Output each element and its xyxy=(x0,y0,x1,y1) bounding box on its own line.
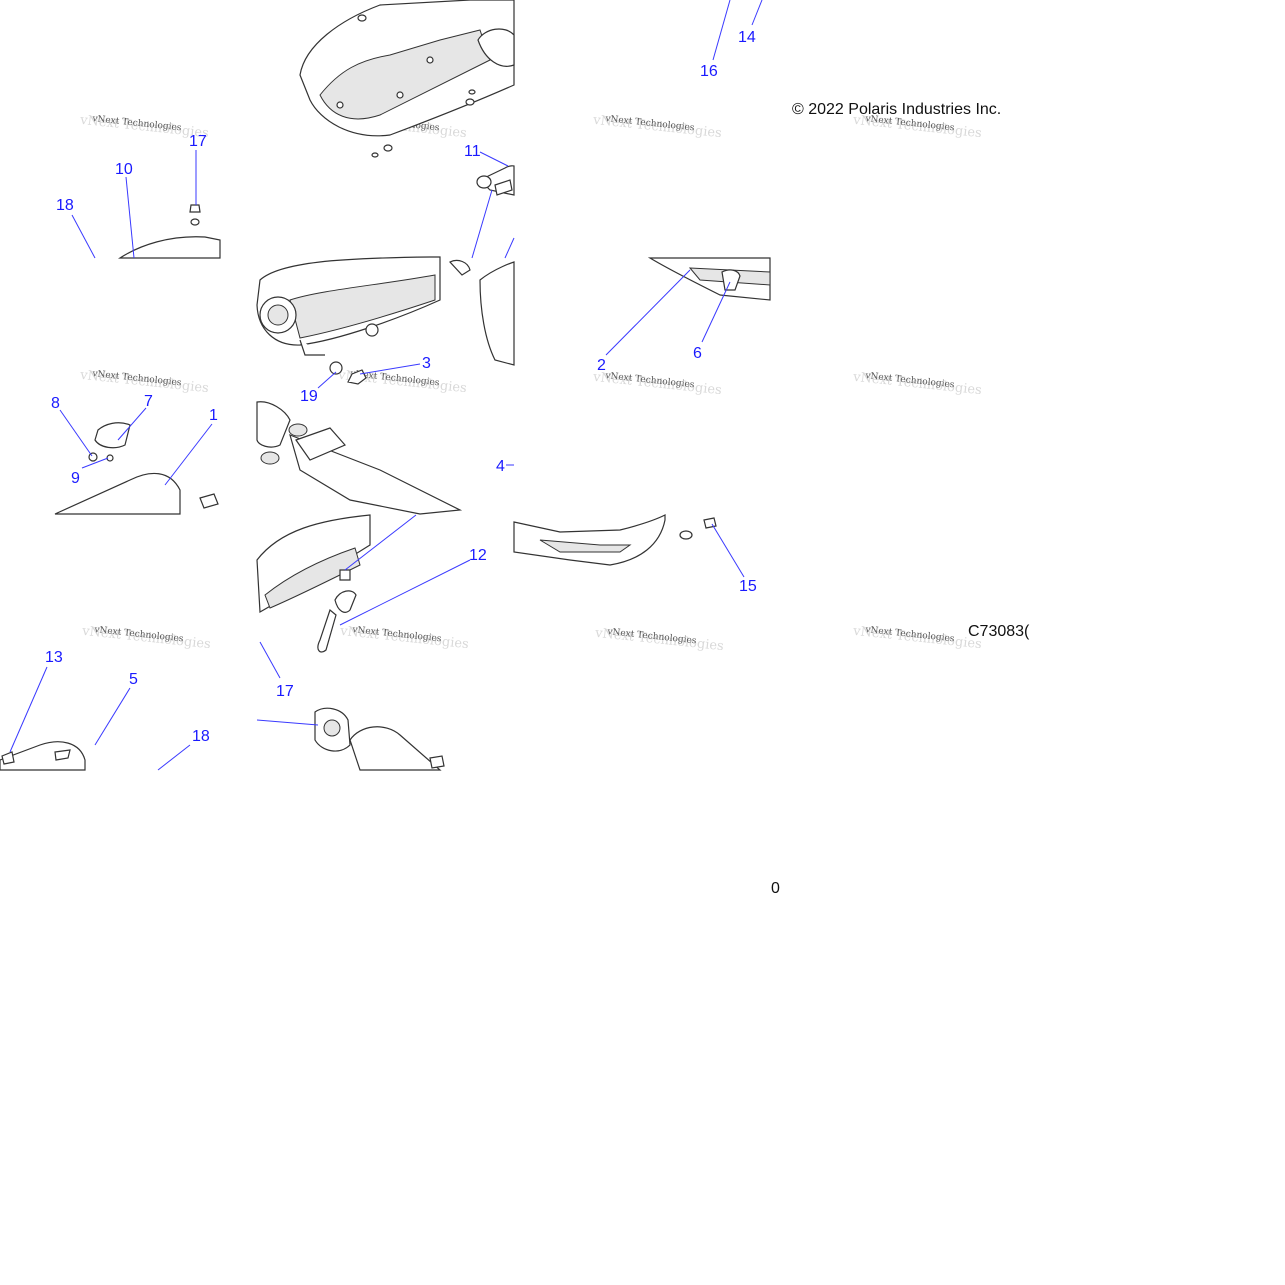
callout-8: 8 xyxy=(51,395,60,412)
callout-17-lower: 17 xyxy=(276,683,294,700)
callout-18-upper: 18 xyxy=(56,197,74,214)
gasket-flange xyxy=(314,707,445,771)
callout-7: 7 xyxy=(144,393,153,410)
copyright-notice: © 2022 Polaris Industries Inc. xyxy=(792,101,1001,118)
drawing-code: C73083( xyxy=(968,623,1030,640)
callout-10: 10 xyxy=(115,161,133,178)
lower-muffler-shell xyxy=(256,514,371,653)
muffler xyxy=(256,256,515,366)
callout-12: 12 xyxy=(469,547,487,564)
callout-15: 15 xyxy=(739,578,757,595)
leader-lines xyxy=(9,0,763,771)
callout-18-lower: 18 xyxy=(192,728,210,745)
callout-13: 13 xyxy=(45,649,63,666)
o2-sensor-upper xyxy=(476,165,515,196)
callout-19: 19 xyxy=(300,388,318,405)
callout-1: 1 xyxy=(209,407,218,424)
heat-shield-lower-left xyxy=(0,741,86,771)
heat-shield-left xyxy=(117,204,221,259)
callout-3: 3 xyxy=(422,355,431,372)
callout-2: 2 xyxy=(597,357,606,374)
callouts: 14 16 17 10 18 11 2 6 3 19 8 7 1 9 4 12 … xyxy=(45,29,757,745)
watermarks: vNext Technologies vNext Technologies vN… xyxy=(78,113,982,655)
callout-5: 5 xyxy=(129,671,138,688)
callout-9: 9 xyxy=(71,470,80,487)
callout-4: 4 xyxy=(496,458,505,475)
front-pipe-lower xyxy=(513,514,717,566)
heat-shield-upper xyxy=(299,0,515,158)
exhaust-pipe-mid xyxy=(647,257,771,301)
header-pipe xyxy=(256,401,463,515)
callout-14: 14 xyxy=(738,29,756,46)
callout-17-upper: 17 xyxy=(189,133,207,150)
callout-11: 11 xyxy=(464,143,481,160)
callout-6: 6 xyxy=(693,345,702,362)
page-number: 0 xyxy=(771,880,780,897)
callout-16: 16 xyxy=(700,63,718,80)
